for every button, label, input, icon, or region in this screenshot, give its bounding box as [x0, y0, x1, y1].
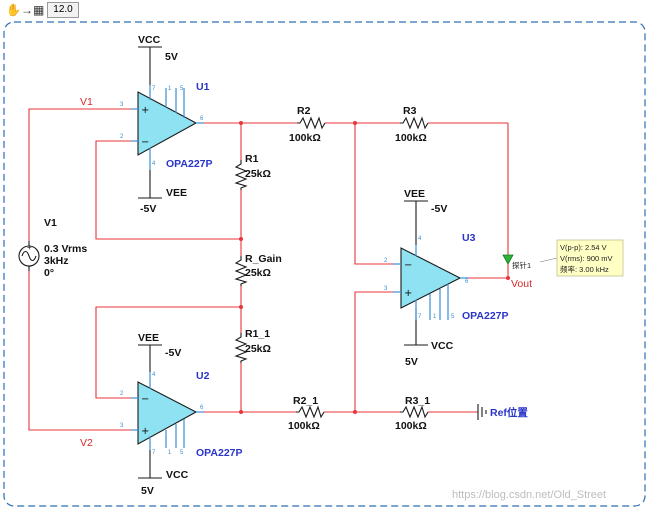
u1-vee-voltage: -5V [140, 203, 156, 215]
probe-icon[interactable] [502, 254, 514, 265]
u2-vcc-voltage: 5V [141, 485, 154, 497]
signal-wires [28, 108, 509, 431]
u3-pin-c: 6 [465, 279, 469, 285]
probe-name: 探针1 [512, 260, 531, 270]
u2-ref: U2 [196, 370, 210, 382]
opamp-u2[interactable]: − + 2 3 6 4 7 1 5 [120, 372, 204, 456]
r-gain-value: 25kΩ [245, 267, 271, 279]
resistor-r2-1[interactable] [296, 405, 325, 419]
r3-1-ref: R3_1 [405, 395, 430, 407]
u1-pin-g: 5 [180, 86, 184, 92]
u2-pin-f: 1 [168, 450, 172, 456]
u3-pin-d: 4 [418, 236, 422, 242]
ref-net-label: Ref位置 [490, 406, 528, 419]
toolbar-icons[interactable]: ✋→▦ [6, 3, 45, 17]
r2-value: 100kΩ [289, 132, 321, 144]
u3-pin-f: 1 [433, 314, 437, 320]
v1-amplitude: 0.3 Vrms [44, 243, 87, 255]
u1-pin-e: 4 [152, 161, 156, 167]
u3-vee-label: VEE [404, 188, 425, 200]
ground-icon[interactable] [477, 404, 487, 420]
r1-1-value: 25kΩ [245, 343, 271, 355]
probe-frequency: 频率: 3.00 kHz [560, 264, 609, 274]
u3-pin-a: 2 [384, 258, 388, 264]
svg-text:−: − [141, 137, 149, 148]
r1-1-ref: R1_1 [245, 328, 270, 340]
resistor-r-gain[interactable] [234, 256, 248, 286]
resistor-r1[interactable] [234, 160, 248, 190]
u3-model: OPA227P [462, 310, 509, 322]
resistor-r1-1[interactable] [234, 333, 248, 363]
resistor-r3[interactable] [400, 116, 429, 130]
net-label-v1: V1 [80, 96, 93, 108]
svg-text:+: + [141, 105, 149, 116]
u2-vcc-label: VCC [166, 469, 189, 481]
power-wires [138, 46, 428, 479]
u2-pin-g: 5 [180, 450, 184, 456]
u1-vcc-label: VCC [138, 34, 161, 46]
u1-pin-b: 2 [120, 134, 124, 140]
u2-pin-a: 2 [120, 391, 124, 397]
opamp-u3[interactable]: − + 2 3 6 4 7 1 5 [384, 236, 469, 320]
u3-pin-e: 7 [418, 314, 422, 320]
u1-pin-c: 6 [200, 116, 204, 122]
r2-1-ref: R2_1 [293, 395, 318, 407]
probe-readout: V(p-p): 2.54 V V(rms): 900 mV 频率: 3.00 k… [556, 239, 624, 277]
svg-text:−: − [27, 262, 32, 271]
u2-vee-voltage: -5V [165, 347, 181, 359]
u3-vcc-voltage: 5V [405, 356, 418, 368]
v1-ref: V1 [44, 217, 57, 229]
r1-ref: R1 [245, 153, 259, 165]
u1-ref: U1 [196, 81, 210, 93]
u3-vee-voltage: -5V [431, 203, 447, 215]
ac-source-v1[interactable]: + − [18, 241, 40, 271]
resistor-r2[interactable] [297, 116, 326, 130]
u1-pin-f: 1 [168, 86, 172, 92]
svg-text:+: + [404, 288, 412, 299]
u1-model: OPA227P [166, 158, 213, 170]
u2-pin-d: 4 [152, 372, 156, 378]
v1-phase: 0° [44, 267, 54, 279]
u1-vee-label: VEE [166, 187, 187, 199]
toolbar: ✋→▦ 12.0 [6, 2, 79, 18]
r3-ref: R3 [403, 105, 417, 117]
page-border [3, 21, 646, 507]
net-label-vout: Vout [511, 278, 532, 290]
u2-model: OPA227P [196, 447, 243, 459]
r-gain-ref: R_Gain [245, 253, 282, 265]
u3-vcc-label: VCC [431, 340, 454, 352]
u2-pin-c: 6 [200, 405, 204, 411]
u1-pin-a: 3 [120, 102, 124, 108]
r3-value: 100kΩ [395, 132, 427, 144]
u3-ref: U3 [462, 232, 476, 244]
v1-frequency: 3kHz [44, 255, 69, 267]
u2-pin-b: 3 [120, 423, 124, 429]
r2-1-value: 100kΩ [288, 420, 320, 432]
u3-pin-g: 5 [451, 314, 455, 320]
probe-vrms: V(rms): 900 mV [560, 254, 613, 263]
svg-text:+: + [27, 243, 32, 252]
junctions [239, 121, 510, 414]
svg-text:+: + [141, 426, 149, 437]
svg-text:−: − [141, 394, 149, 405]
u2-vee-label: VEE [138, 332, 159, 344]
probe-vpp: V(p-p): 2.54 V [560, 243, 607, 252]
r3-1-value: 100kΩ [395, 420, 427, 432]
toolbar-value[interactable]: 12.0 [47, 2, 79, 18]
u1-pin-d: 7 [152, 86, 156, 92]
watermark: https://blog.csdn.net/Old_Street [452, 489, 606, 501]
net-label-v2: V2 [80, 437, 93, 449]
r1-value: 25kΩ [245, 168, 271, 180]
resistor-r3-1[interactable] [400, 405, 429, 419]
svg-text:−: − [404, 260, 412, 271]
opamp-u1[interactable]: + − 3 2 6 7 4 1 5 [120, 85, 204, 170]
u3-pin-b: 3 [384, 286, 388, 292]
r2-ref: R2 [297, 105, 311, 117]
u1-vcc-voltage: 5V [165, 51, 178, 63]
u2-pin-e: 7 [152, 450, 156, 456]
